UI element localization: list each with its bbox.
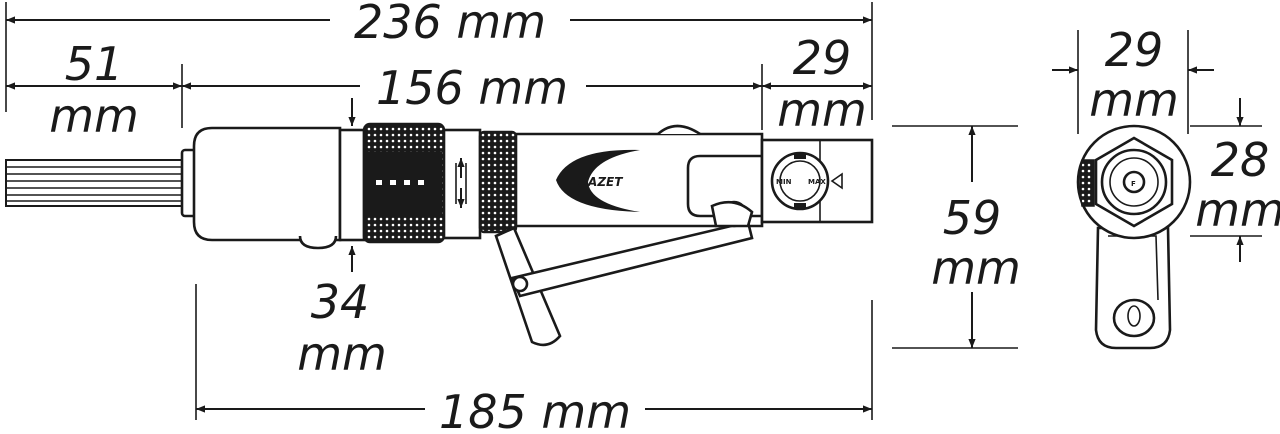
dimension-nozzle-length: 51 mm [6, 37, 183, 143]
dimension-body-height: 59 mm [892, 125, 1021, 349]
dimension-base-length: 185 mm [195, 284, 873, 434]
barrel-collar [338, 128, 366, 242]
dial-min-mark: MIN [776, 178, 792, 186]
barrel-tab [298, 235, 338, 250]
rear-length-value: 29 [793, 31, 852, 85]
second-grip-ring [478, 130, 518, 234]
end-width-value: 29 [1105, 23, 1164, 77]
body-height-unit: mm [931, 241, 1021, 295]
air-inlet-housing [686, 154, 764, 218]
overall-length-label: 236 mm [354, 0, 546, 49]
end-offset-unit: mm [1195, 183, 1280, 237]
end-view-lever-pivot [1112, 298, 1156, 338]
dimension-grip-diameter: 34 mm [297, 98, 387, 381]
end-cap-mark: F [1131, 180, 1136, 188]
grip-length-label: 156 mm [376, 61, 568, 115]
trigger-lever [494, 200, 754, 347]
end-offset-value: 28 [1211, 133, 1270, 187]
dimension-end-width: 29 mm [1052, 23, 1214, 134]
grip-ring-dots [376, 180, 424, 185]
dimension-grip-length: 156 mm [182, 61, 763, 130]
grip-diameter-value: 34 [311, 275, 370, 329]
rear-length-unit: mm [777, 83, 867, 137]
dial-arrow-icon [830, 172, 843, 190]
dial-max-mark: MAX [808, 178, 826, 186]
dimension-end-offset: 28 mm [1190, 98, 1280, 262]
needle-bundle [5, 159, 187, 207]
nozzle-length-unit: mm [49, 89, 139, 143]
middle-sleeve [442, 128, 482, 240]
nozzle-length-value: 51 [65, 37, 124, 91]
brand-logo: HAZET [556, 149, 640, 212]
dimension-rear-length: 29 mm [762, 31, 872, 137]
needle-scaler-end-view: F [1076, 124, 1192, 350]
front-barrel [192, 126, 342, 242]
brand-logo-text: HAZET [578, 175, 623, 189]
dimension-overall-length: 236 mm [5, 0, 873, 120]
top-bump [657, 124, 701, 136]
grip-diameter-unit: mm [297, 327, 387, 381]
base-length-label: 185 mm [439, 385, 631, 434]
end-width-unit: mm [1089, 73, 1179, 127]
needle-scaler-side-view: HAZET MIN MAX [5, 122, 874, 347]
body-height-value: 59 [943, 191, 1002, 245]
